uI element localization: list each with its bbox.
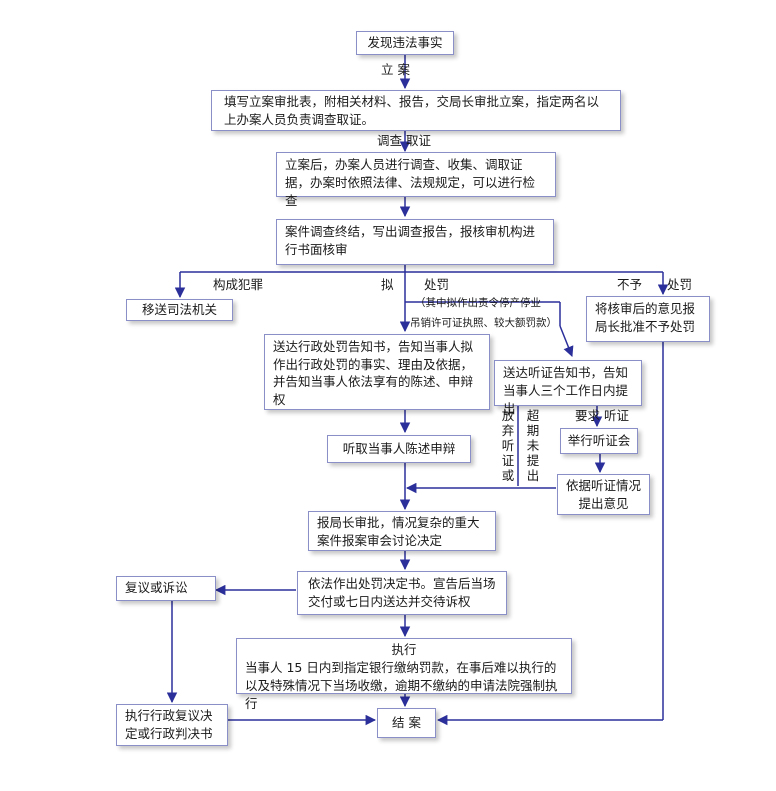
box-notice: 送达行政处罚告知书，告知当事人拟作出行政处罚的事实、理由及依据，并告知当事人依法… <box>264 334 490 410</box>
box-hearing: 举行听证会 <box>560 428 638 454</box>
box-review: 复议或诉讼 <box>116 576 216 601</box>
box-conclude: 案件调查终结，写出调查报告，报核审机构进行书面核审 <box>276 219 554 265</box>
label-note-2: 吊销许可证执照、较大额罚款） <box>410 317 557 329</box>
label-penalty: 处罚 <box>424 277 450 292</box>
label-crime: 构成犯罪 <box>213 277 264 292</box>
box-close: 结 案 <box>377 708 436 738</box>
box-investigate: 立案后，办案人员进行调查、收集、调取证据，办案时依照法律、法规规定，可以进行检查 <box>276 152 556 208</box>
arrow-to-hearing-notice <box>559 325 574 357</box>
box-hearing-opinion: 依据听证情况提出意见 <box>557 474 650 515</box>
box-no-penalty: 将核审后的意见报局长批准不予处罚 <box>586 296 710 342</box>
box-listen: 听取当事人陈述申辩 <box>327 435 471 463</box>
box-hearing-notice: 送达听证告知书，告知当事人三个工作日内提出 <box>494 360 642 416</box>
label-diaocha: 调查 取证 <box>377 133 431 148</box>
label-buyu: 不予 <box>617 277 643 292</box>
box-judicial: 移送司法机关 <box>126 299 233 321</box>
box-approve: 报局长审批，情况复杂的重大案件报案审会讨论决定 <box>308 511 496 551</box>
box-decision: 依法作出处罚决定书。宣告后当场交付或七日内送达并交待诉权 <box>297 571 507 615</box>
label-overdue: 超期未提出 <box>526 408 540 483</box>
box-discover: 发现违法事实 <box>356 31 454 55</box>
box-execute: 执行 当事人 15 日内到指定银行缴纳罚款，在事后难以执行的以及特殊情况下当场收… <box>236 638 572 711</box>
execute-body: 当事人 15 日内到指定银行缴纳罚款，在事后难以执行的以及特殊情况下当场收缴，逾… <box>245 660 558 711</box>
label-ni: 拟 <box>381 277 394 292</box>
label-waive-hearing: 放弃听证或 <box>501 408 515 483</box>
label-lian: 立 案 <box>381 62 410 77</box>
label-request-hearing: 要求 听证 <box>575 408 629 423</box>
execute-title: 执行 <box>391 642 417 657</box>
box-review-result: 执行行政复议决定或行政判决书 <box>116 704 228 746</box>
label-note-1: （其中拟作出责令停产停业 <box>415 297 541 309</box>
box-register: 填写立案审批表，附相关材料、报告，交局长审批立案，指定两名以上办案人员负责调查取… <box>211 90 621 131</box>
label-buyu-penalty: 处罚 <box>667 277 693 292</box>
